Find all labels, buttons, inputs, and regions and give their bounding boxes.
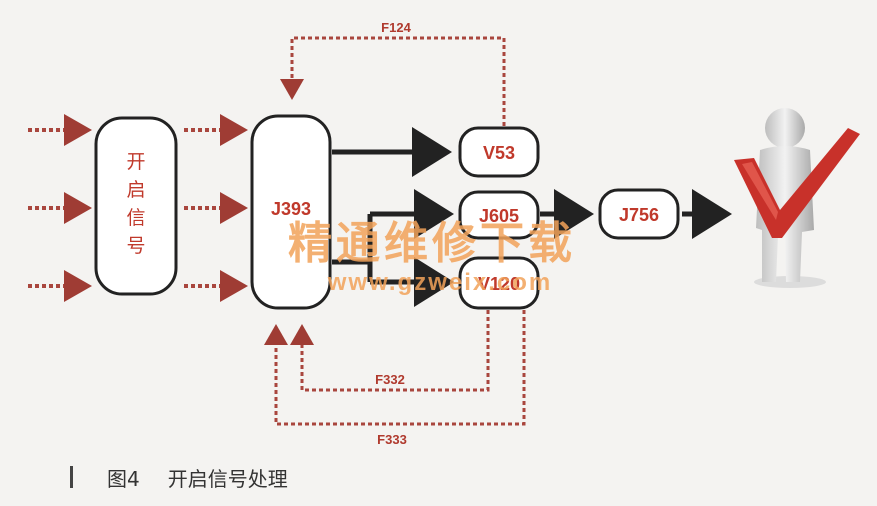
v120-label: V120 [478,274,520,294]
start-signal-label-char: 信 [126,207,145,229]
v53-label: V53 [483,143,515,163]
feedback-f333 [264,310,526,426]
start-signal-label-char: 启 [126,179,145,201]
figure-caption: 图4 开启信号处理 [70,462,288,492]
figure-title: 开启信号处理 [167,466,288,491]
node-j605: J605 [458,190,540,240]
f333-label: F333 [377,432,407,447]
node-j756: J756 [598,188,680,240]
start-signal-label-char: 开 [126,151,145,173]
node-v120: V120 [458,256,540,310]
node-start-signal: 开 启 信 号 [94,116,178,296]
feedback-f332 [290,310,490,392]
start-signal-label-char: 号 [126,235,145,257]
start-to-j393-arrows [184,114,248,302]
caption-bar [70,466,73,488]
person-checkmark-icon [734,108,860,288]
watermark-url: www.gzweix.com [327,269,553,296]
node-j393: J393 [250,114,332,310]
f124-label: F124 [381,20,411,35]
f332-label: F332 [375,372,405,387]
j393-label: J393 [271,199,311,219]
node-v53: V53 [458,126,540,178]
j756-label: J756 [619,205,659,225]
j605-label: J605 [479,206,519,226]
watermark-text: 精通维修下载 [288,218,576,269]
j393-output-arrows [332,127,454,307]
input-arrows [28,114,92,302]
figure-number: 图4 [107,466,140,491]
feedback-f124 [280,36,506,126]
